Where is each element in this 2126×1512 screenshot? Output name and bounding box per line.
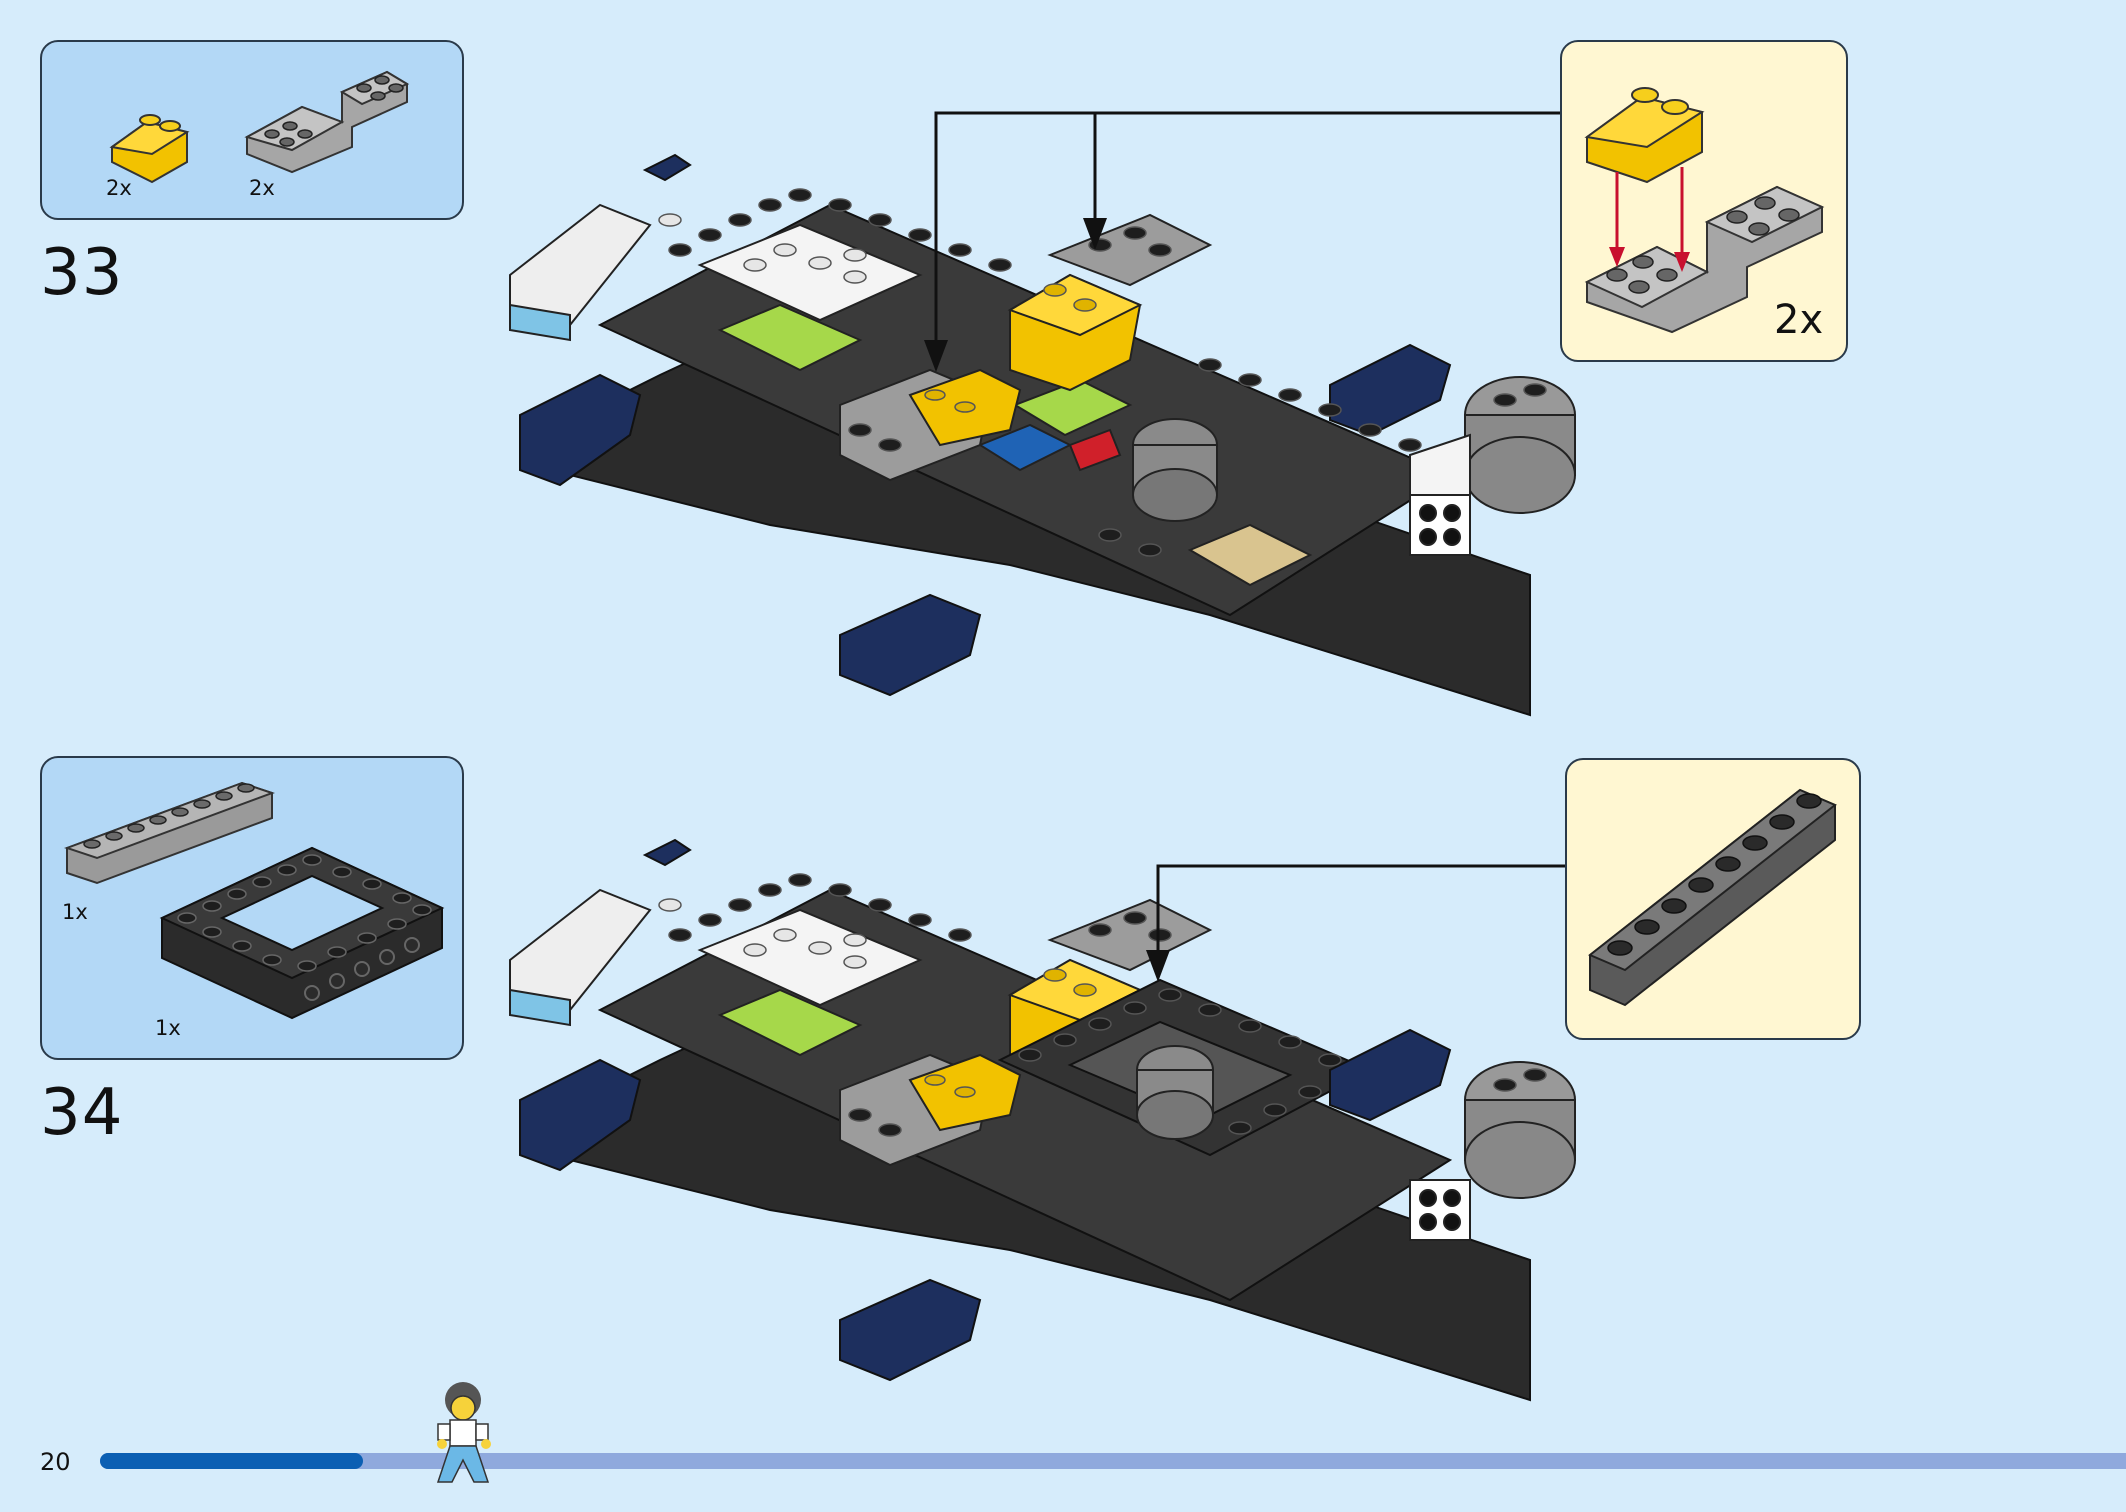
sub-assembly-illustration [1584,87,1825,334]
part-qty: 2x [106,176,132,200]
step-34-model-illustration [509,838,1576,1402]
black-technic-frame-part-icon [159,846,445,1020]
page-number: 20 [40,1448,71,1476]
step-number: 34 [40,1076,124,1150]
gray-brick-callout-illustration [1588,788,1837,1007]
callout-box-step-34 [1565,758,1861,1040]
callout-box-step-33: 2x [1560,40,1848,362]
step-33-model-illustration [509,153,1576,717]
yellow-slope-part-icon [109,114,190,184]
parts-box-step-34: 1x 1x [40,756,464,1060]
part-qty: 1x [155,1016,181,1040]
gray-bracket-part-icon [244,70,410,174]
gray-brick-part-icon [63,781,276,885]
parts-box-step-33: 2x 2x [40,40,464,220]
progress-bar-fill [100,1453,363,1469]
part-qty: 2x [249,176,275,200]
progress-bar-track [100,1453,2126,1469]
step-number: 33 [40,236,124,310]
part-qty: 1x [62,900,88,924]
callout-qty: 2x [1774,297,1824,343]
minifigure-progress-marker-icon [436,1382,491,1483]
